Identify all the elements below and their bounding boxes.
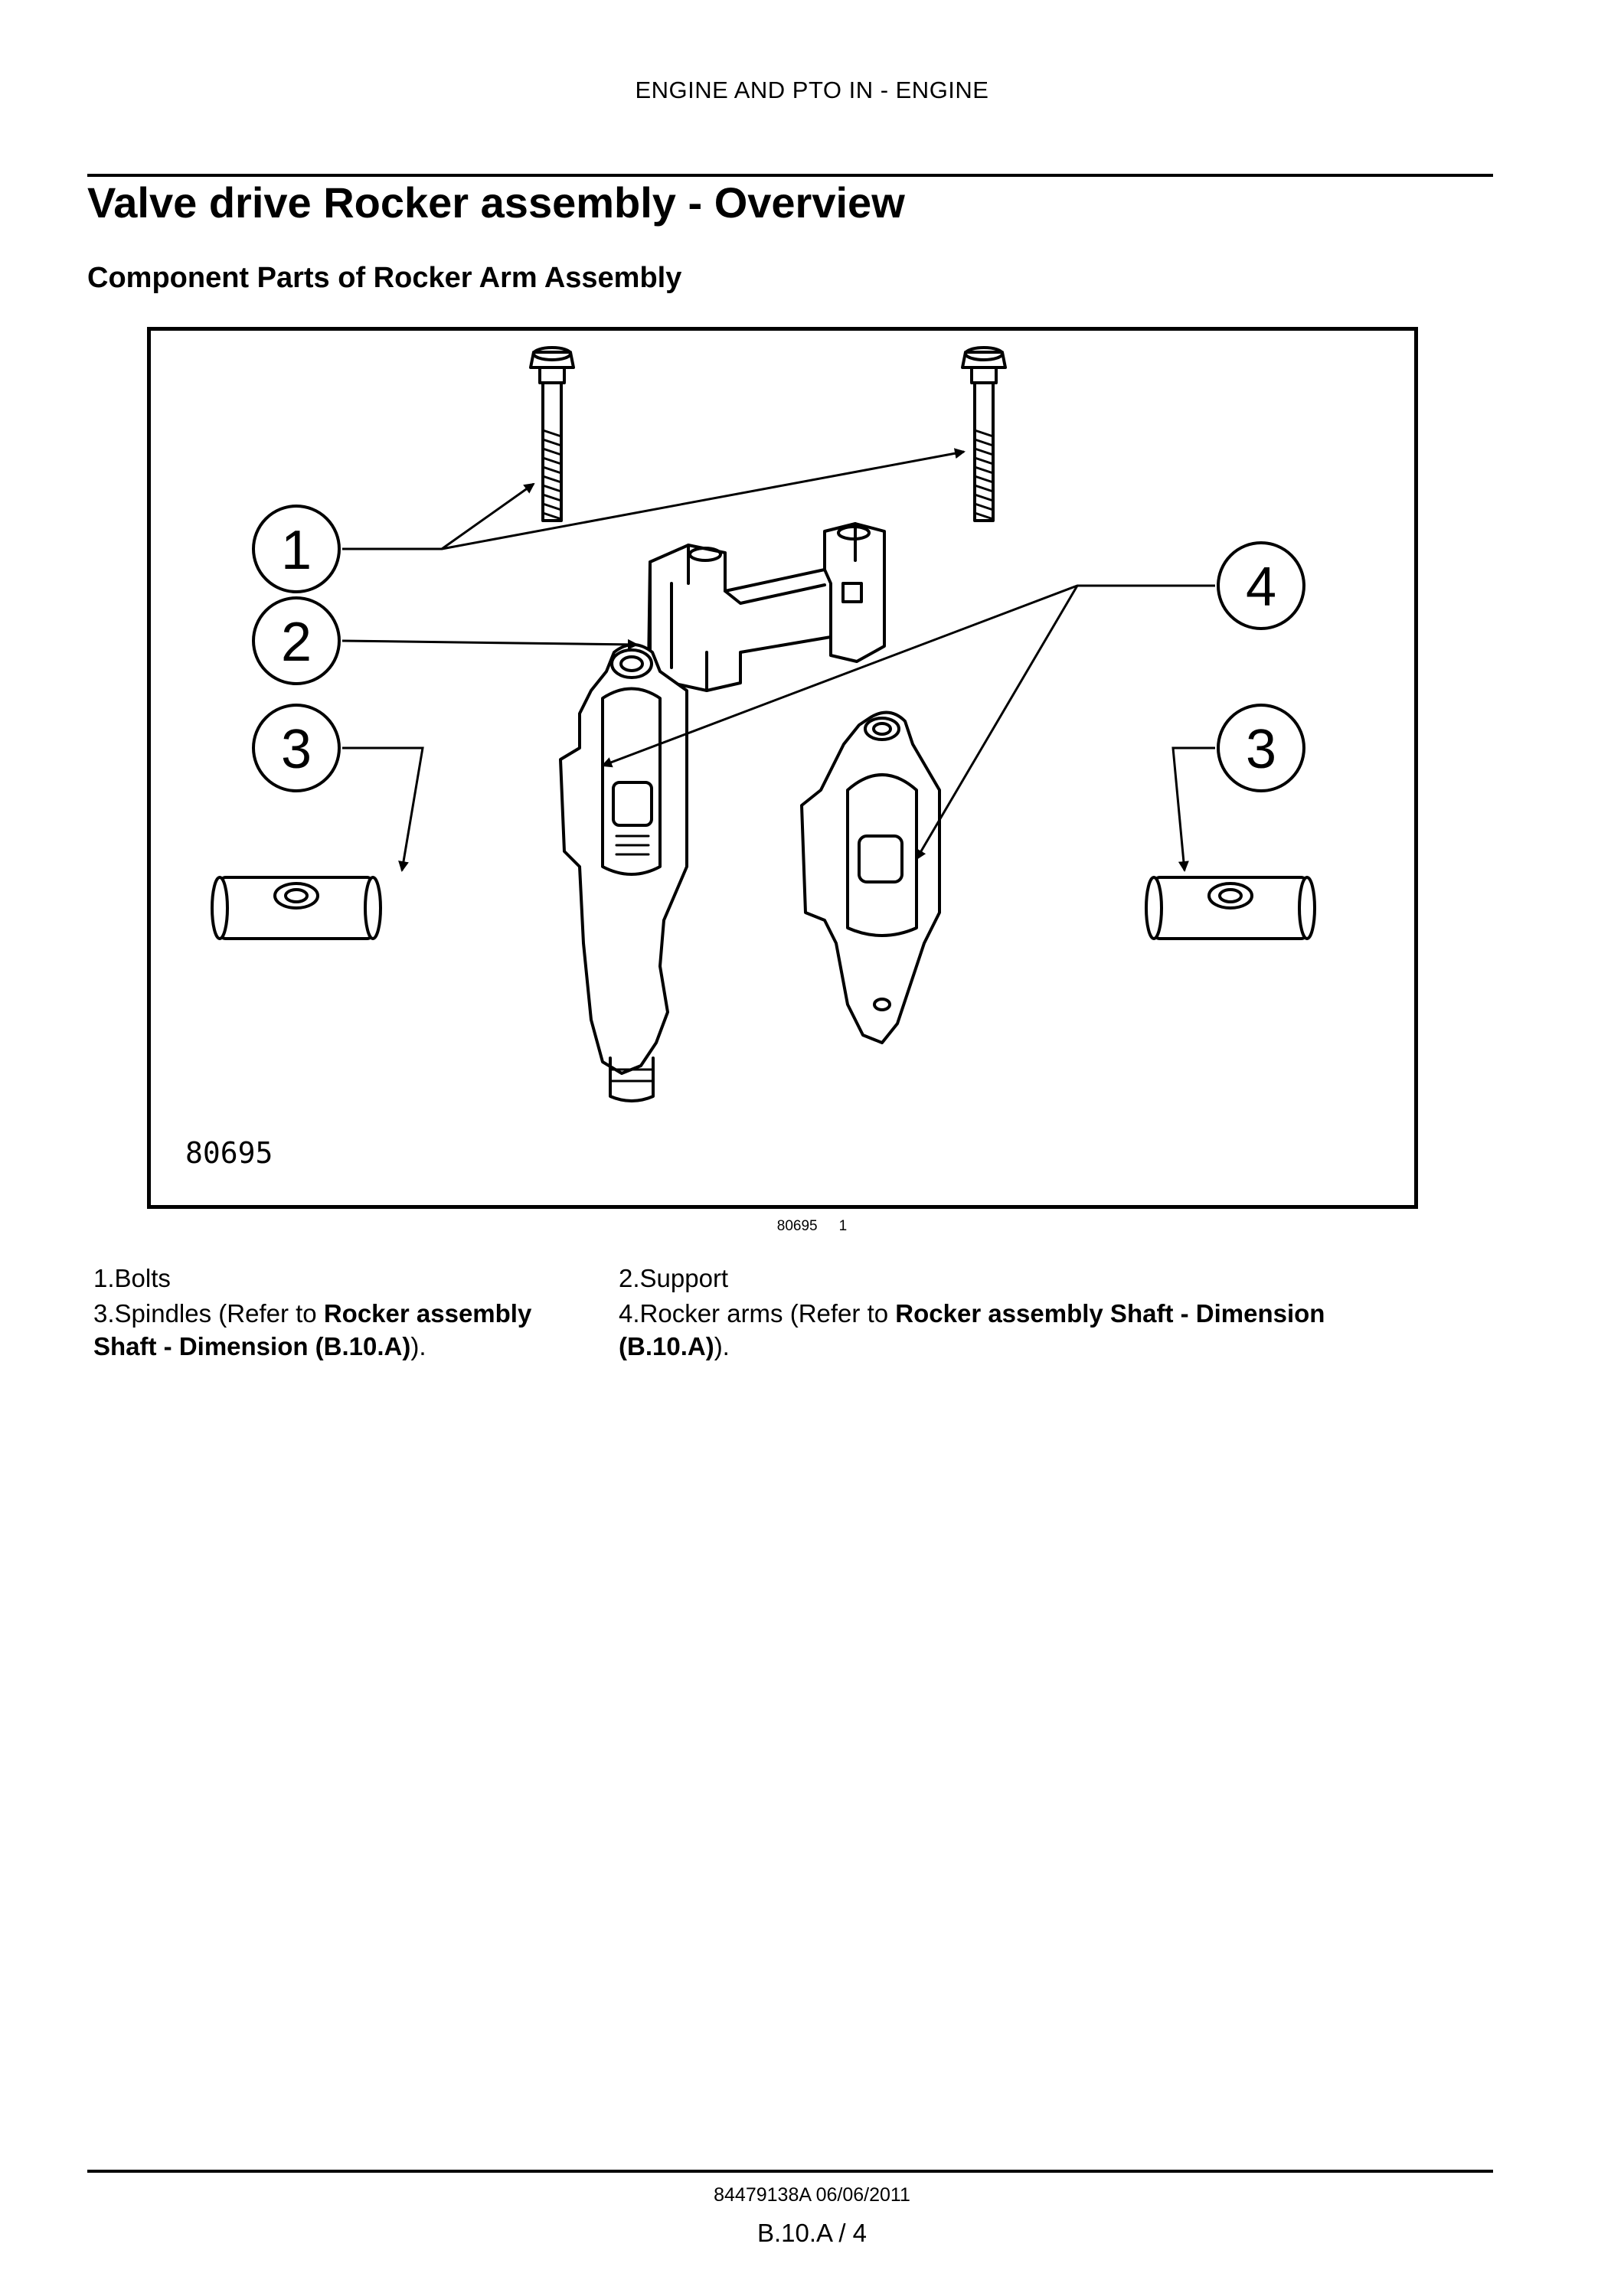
footer-page-number: B.10.A / 4 <box>756 2219 868 2247</box>
running-header: ENGINE AND PTO IN - ENGINE <box>635 77 989 103</box>
header-rule <box>87 174 1493 177</box>
callout-2-circle <box>252 596 341 685</box>
callout-2-label: 2 <box>281 612 312 673</box>
footer-rule <box>87 2170 1493 2173</box>
callout-1-label: 1 <box>281 520 312 581</box>
rocker-arm-left <box>559 643 688 1102</box>
callout-4-circle <box>1217 541 1305 630</box>
legend-item-rocker-arms-suffix: ). <box>714 1332 730 1360</box>
callout-3-label-right: 3 <box>1246 719 1276 780</box>
callout-4-label: 4 <box>1246 557 1276 618</box>
legend-item-spindles: 3.Spindles (Refer to Rocker assembly Sha… <box>93 1297 583 1363</box>
legend-item-rocker-arms: 4.Rocker arms (Refer to Rocker assembly … <box>619 1297 1392 1363</box>
legend-item-spindles-suffix: ). <box>410 1332 426 1360</box>
spindle-right <box>1145 876 1316 940</box>
footer-document-code: 84479138A 06/06/2011 <box>714 2184 910 2206</box>
legend-item-support: 2.Support <box>619 1264 729 1292</box>
callout-3-circle-right <box>1217 704 1305 792</box>
rocker-arm-right <box>800 710 941 1044</box>
caption-code: 80695 <box>776 1218 818 1234</box>
callout-1-circle <box>252 505 341 593</box>
callout-3-label-left: 3 <box>281 719 312 780</box>
bolt-right <box>961 346 1007 522</box>
legend-item-bolts: 1.Bolts <box>93 1264 171 1292</box>
callout-3-circle-left <box>252 704 341 792</box>
rocker-assembly-figure: 1 2 3 4 3 80695 <box>147 327 1418 1209</box>
legend-item-spindles-text: 3.Spindles (Refer to <box>93 1299 324 1328</box>
caption-number: 1 <box>838 1218 848 1234</box>
rocker-arms-reference-link[interactable]: Rocker assembly Shaft - Dimension (B.10.… <box>619 1299 1325 1360</box>
page-title: Valve drive Rocker assembly - Overview <box>87 178 905 227</box>
spindle-left <box>211 876 382 940</box>
figure-image-code: 80695 <box>185 1136 273 1170</box>
section-subtitle: Component Parts of Rocker Arm Assembly <box>87 262 682 294</box>
figure-caption: 80695 1 <box>0 1218 1624 1235</box>
bolt-left <box>529 346 575 522</box>
rocker-assembly-illustration: 1 2 3 4 3 <box>211 346 1316 1102</box>
legend-item-rocker-arms-text: 4.Rocker arms (Refer to <box>619 1299 896 1328</box>
spindles-reference-link[interactable]: Rocker assembly Shaft - Dimension (B.10.… <box>93 1299 532 1360</box>
support <box>647 522 886 692</box>
